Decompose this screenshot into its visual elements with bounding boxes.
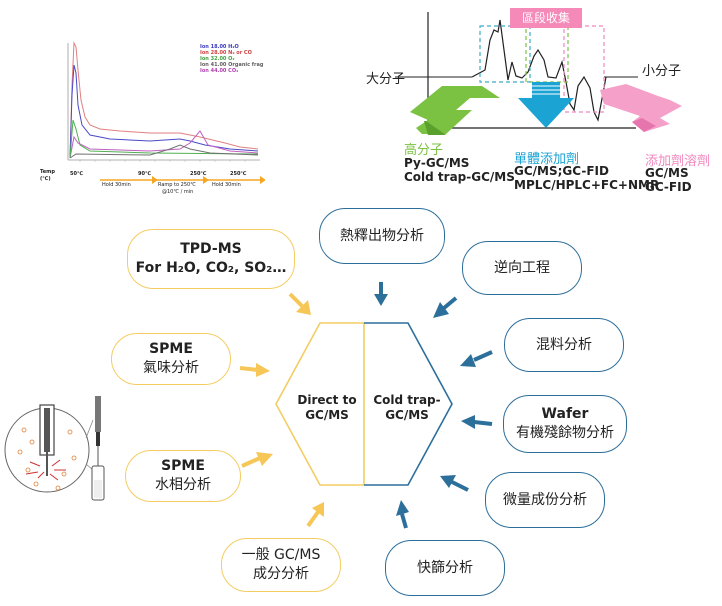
arrow-mixing [460, 350, 493, 367]
arrow-spme-liquid [241, 452, 273, 468]
box-tpd-ms: TPD-MS For H₂O, CO₂, SO₂… [127, 229, 295, 289]
x-ticks [79, 160, 246, 162]
group-mono-line2: MPLC/HPLC+FC+NMR [514, 178, 660, 192]
hexagon-right-text: Cold trap- GC/MS [366, 393, 448, 423]
temp-ramp-start: 90℃ [138, 171, 152, 177]
general-title: 一般 GC/MS [241, 547, 321, 563]
spme-liquid-subtitle: 水相分析 [155, 477, 211, 493]
tpd-chart: Ion 18.00 H₂O Ion 28.00 N₂ or CO Ion 32.… [40, 25, 265, 195]
direct-line2: GC/MS [305, 408, 349, 422]
spme-gas-subtitle: 氣味分析 [143, 360, 199, 376]
group-mono-title: 單體添加劑 [514, 152, 580, 167]
wafer-title: Wafer [541, 406, 589, 422]
coldtrap-line1: Cold trap- [373, 393, 441, 407]
segment-hold-1: Hold 30min [102, 182, 131, 188]
screening-label: 快篩分析 [417, 559, 473, 576]
spme-illustration [4, 396, 105, 501]
curve-ion-41 [69, 144, 259, 159]
big-molecule-label: 大分子 [366, 72, 406, 87]
legend-item-41: Ion 41.00 Organic frag [200, 62, 264, 68]
chromatogram-trace [471, 19, 607, 122]
arrow-tpd [288, 292, 311, 315]
curve-ion-18 [69, 64, 259, 159]
trace-label: 微量成份分析 [503, 491, 587, 508]
region-title-bg [510, 8, 582, 28]
temp-ramp-end: 250℃ [190, 171, 207, 177]
hexagon-left-text: Direct to GC/MS [290, 393, 364, 423]
segment-ramp: Ramp to 250℃ [158, 182, 196, 188]
temp-start: 50℃ [70, 171, 84, 177]
group-mono-line1: GC/MS;GC-FID [514, 164, 609, 178]
box-rapid-screening: 快篩分析 [385, 540, 505, 596]
box-general-gcms: 一般 GC/MS 成分分析 [221, 538, 341, 592]
legend-item-28: Ion 28.00 N₂ or CO [200, 50, 252, 56]
fraction-diagram-svg [395, 8, 682, 135]
arrow-solvent [600, 84, 682, 132]
group-solvent-line1: GC/MS [645, 166, 689, 180]
curve-ion-44 [69, 130, 259, 159]
arrow-general [306, 502, 324, 528]
group-high-title: 高分子 [404, 143, 444, 158]
arrow-reverse [433, 296, 458, 318]
chart-legend: Ion 18.00 H₂O Ion 28.00 N₂ or CO Ion 32.… [200, 44, 270, 74]
small-molecule-label: 小分子 [642, 64, 682, 79]
fraction-diagram: 區段收集 大分子 小分子 高分子 Py-GC/MS Cold trap-GC/M… [360, 0, 722, 200]
temp-arrow-mid1 [152, 176, 158, 184]
arrow-trace [440, 475, 469, 492]
arrow-thermal [374, 282, 388, 306]
segment-hold-2: Hold 30min [212, 182, 241, 188]
box-spme-gas: SPME 氣味分析 [111, 333, 231, 385]
box-spme-liquid: SPME 水相分析 [125, 450, 241, 502]
legend-item-18: Ion 18.00 H₂O [200, 44, 239, 50]
arrow-mono [518, 82, 574, 128]
box-thermal-release: 熱釋出物分析 [319, 208, 445, 264]
box-wafer-residue: Wafer 有機殘餘物分析 [503, 395, 627, 453]
group-high-line1: Py-GC/MS [404, 156, 470, 170]
coldtrap-line2: GC/MS [385, 408, 429, 422]
direct-line1: Direct to [297, 393, 357, 407]
wafer-subtitle: 有機殘餘物分析 [516, 425, 614, 441]
region-title: 區段收集 [521, 11, 570, 25]
temp-arrow-head [260, 176, 265, 184]
thermal-label: 熱釋出物分析 [340, 227, 424, 244]
ramp-rate: @10℃ / min [162, 189, 194, 195]
box-trace-analysis: 微量成份分析 [485, 472, 605, 528]
group-high-line2: Cold trap-GC/MS [404, 170, 515, 184]
spme-liquid-title: SPME [161, 458, 205, 474]
temp-label: Temp [40, 169, 55, 175]
arrow-wafer [461, 415, 493, 429]
legend-item-32: Ion 32.00 O₂ [200, 56, 235, 62]
arrow-spme-gas [239, 363, 270, 377]
spme-gas-title: SPME [149, 341, 193, 357]
legend-item-44: Ion 44.00 CO₂ [200, 68, 239, 74]
box-reverse-engineering: 逆向工程 [462, 241, 582, 295]
tpd-subtitle: For H₂O, CO₂, SO₂… [135, 260, 287, 276]
general-subtitle: 成分分析 [253, 566, 309, 582]
tpd-title: TPD-MS [180, 241, 242, 257]
arrow-screening [396, 500, 409, 529]
mixing-label: 混料分析 [536, 336, 592, 353]
tpd-chart-svg [67, 41, 265, 184]
box-mixing-analysis: 混料分析 [504, 318, 624, 372]
temp-arrow-mid2 [203, 176, 209, 184]
curve-ion-28 [69, 41, 259, 159]
arrow-high [410, 86, 500, 134]
group-solvent-line2: GC-FID [645, 180, 692, 194]
reverse-label: 逆向工程 [494, 259, 550, 276]
group-solvent-title: 添加劑溶劑 [645, 154, 711, 169]
curve-ion-32 [69, 119, 259, 159]
temp-end: 250℃ [230, 171, 247, 177]
temp-unit: (℃) [40, 176, 51, 182]
window-high [479, 25, 531, 83]
